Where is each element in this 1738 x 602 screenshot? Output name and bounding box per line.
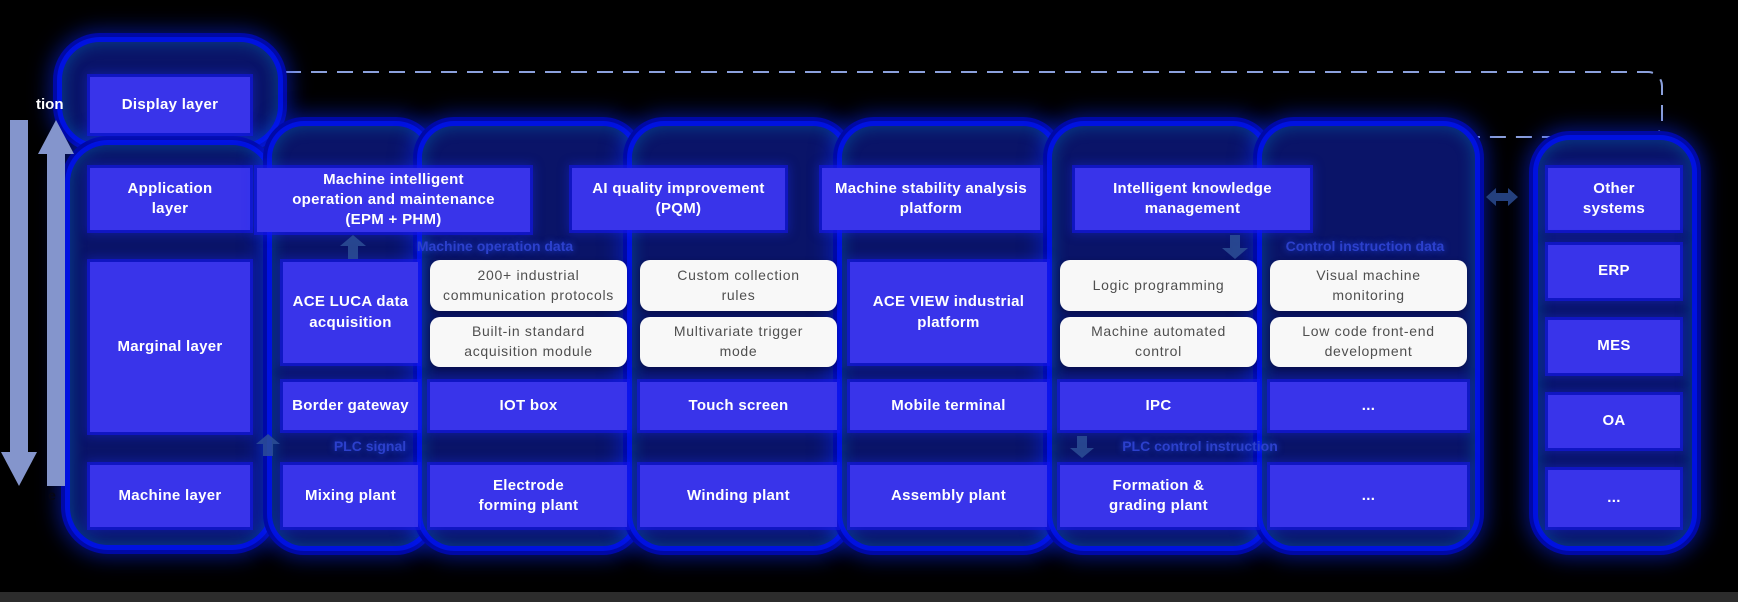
box-label: Other systems — [1582, 179, 1646, 217]
box-border-gateway: Border gateway — [283, 382, 418, 430]
box-label: Mixing plant — [304, 486, 397, 504]
flow-label-control-instruction-data: Control instruction data — [1285, 238, 1445, 254]
box-label: IPC — [1145, 396, 1172, 414]
box-erp: ERP — [1548, 245, 1680, 298]
box-mobile-terminal: Mobile terminal — [850, 382, 1047, 430]
flow-label-machine-operation-data: Machine operation data — [416, 238, 574, 254]
box-label: Machine intelligent operation and mainte… — [292, 170, 495, 229]
box-label: Machine stability analysis platform — [834, 179, 1028, 217]
bottom-bar — [0, 592, 1738, 602]
box-label: Multivariate trigger mode — [673, 323, 804, 359]
box-label: OA — [1602, 412, 1626, 430]
box-label: Application layer — [127, 179, 213, 217]
white-box-logic-programming: Logic programming — [1060, 260, 1257, 311]
down-arrow-icon — [1222, 235, 1248, 259]
box-label: Formation & grading plant — [1109, 476, 1208, 514]
box-oa: OA — [1548, 395, 1680, 448]
box-label: Intelligent knowledge management — [1113, 179, 1272, 217]
box-label: Machine automated control — [1091, 323, 1226, 359]
up-arrow-icon — [340, 235, 366, 259]
box-label: Assembly plant — [890, 486, 1007, 504]
box-label: ERP — [1598, 262, 1630, 280]
box-label: ... — [1361, 486, 1376, 504]
box-display-layer: Display layer — [90, 77, 250, 133]
box-assembly-plant: Assembly plant — [850, 465, 1047, 527]
box-touch-screen: Touch screen — [640, 382, 837, 430]
box-label: AI quality improvement (PQM) — [592, 179, 765, 217]
box-winding-plant: Winding plant — [640, 465, 837, 527]
box-label: MES — [1597, 337, 1631, 355]
box-label: Display layer — [121, 95, 219, 113]
box-other-systems: Other systems — [1548, 168, 1680, 230]
box-label: IOT box — [499, 396, 558, 414]
box-label: Built-in standard acquisition module — [464, 323, 593, 359]
box-machine-layer: Machine layer — [90, 465, 250, 527]
box-iot-box: IOT box — [430, 382, 627, 430]
box-ace-view: ACE VIEW industrial platform — [850, 262, 1047, 363]
app-box-epm-phm: Machine intelligent operation and mainte… — [257, 168, 530, 232]
box-mixing-plant: Mixing plant — [283, 465, 418, 527]
box-label: 200+ industrial communication protocols — [443, 266, 614, 303]
clipped-edge-text: tion — [36, 96, 64, 113]
box-label: Marginal layer — [117, 337, 223, 355]
app-box-stability-platform: Machine stability analysis platform — [822, 168, 1040, 230]
white-box-collection-rules: Custom collection rules — [640, 260, 837, 311]
box-machine-ellipsis: ... — [1270, 465, 1467, 527]
box-systems-ellipsis: ... — [1548, 470, 1680, 527]
box-label: Mobile terminal — [891, 396, 1006, 414]
white-box-visual-monitoring: Visual machine monitoring — [1270, 260, 1467, 311]
white-box-trigger-mode: Multivariate trigger mode — [640, 317, 837, 367]
box-label: Touch screen — [688, 396, 789, 414]
app-box-knowledge-management: Intelligent knowledge management — [1075, 168, 1310, 230]
flow-label-plc-control-instruction: PLC control instruction — [1122, 438, 1278, 454]
white-box-automated-control: Machine automated control — [1060, 317, 1257, 367]
box-application-layer: Application layer — [90, 168, 250, 230]
box-label: Logic programming — [1092, 276, 1225, 293]
box-marginal-layer: Marginal layer — [90, 262, 250, 432]
box-mes: MES — [1548, 320, 1680, 373]
box-ipc: IPC — [1060, 382, 1257, 430]
box-label: ACE VIEW industrial platform — [872, 293, 1025, 331]
box-label: Visual machine monitoring — [1316, 266, 1421, 303]
white-box-acquisition-module: Built-in standard acquisition module — [430, 317, 627, 367]
bidirectional-arrow-icon — [1486, 188, 1518, 206]
box-label: Custom collection rules — [677, 266, 800, 303]
box-label: Border gateway — [292, 396, 409, 414]
data-flow-side-arrows — [1, 120, 74, 486]
box-label: ... — [1607, 489, 1621, 507]
box-device-ellipsis: ... — [1270, 382, 1467, 430]
long-up-arrow-icon — [38, 120, 74, 486]
box-electrode-forming-plant: Electrode forming plant — [430, 465, 627, 527]
white-box-low-code: Low code front-end development — [1270, 317, 1467, 367]
long-down-arrow-icon — [1, 120, 37, 486]
app-box-pqm: AI quality improvement (PQM) — [572, 168, 785, 230]
box-label: ACE LUCA data acquisition — [292, 293, 409, 331]
flow-label-plc-signal: PLC signal — [333, 438, 407, 454]
clipped-edge-text: e — [48, 487, 56, 503]
box-formation-grading-plant: Formation & grading plant — [1060, 465, 1257, 527]
box-ace-luca: ACE LUCA data acquisition — [283, 262, 418, 363]
box-label: Machine layer — [118, 486, 222, 504]
box-label: ... — [1361, 396, 1376, 414]
box-label: Electrode forming plant — [478, 476, 579, 514]
box-label: Low code front-end development — [1302, 323, 1435, 359]
box-label: Winding plant — [687, 486, 790, 504]
up-arrow-icon — [256, 434, 280, 456]
white-box-protocols: 200+ industrial communication protocols — [430, 260, 627, 311]
down-arrow-icon — [1070, 436, 1094, 458]
